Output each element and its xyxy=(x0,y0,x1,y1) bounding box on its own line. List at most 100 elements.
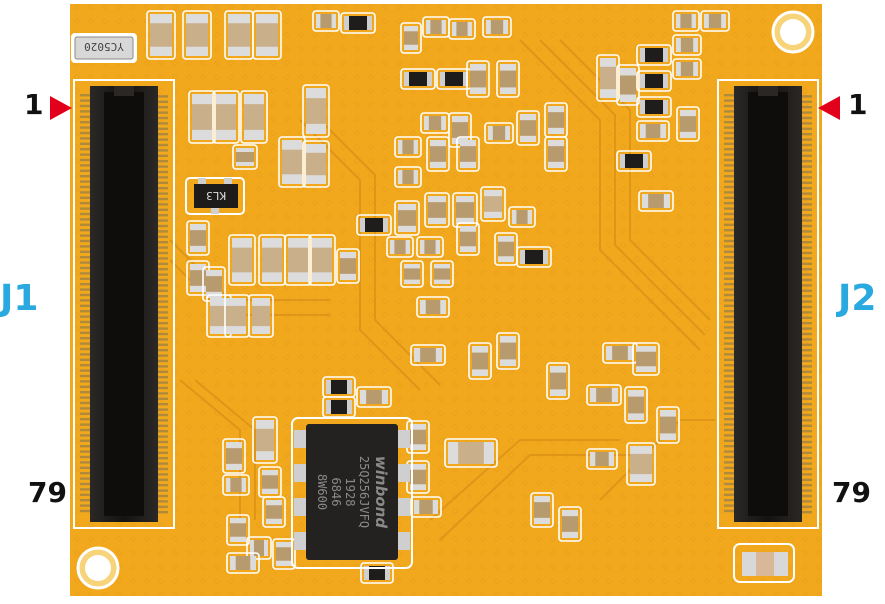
j2-pin-1-label: 1 xyxy=(848,88,868,121)
smd-component xyxy=(602,342,638,364)
smd-component xyxy=(224,294,250,338)
connector-j1 xyxy=(73,79,175,529)
smd-component xyxy=(202,266,226,302)
flash-date-code: 1928 xyxy=(343,478,357,507)
smd-component xyxy=(222,474,250,496)
smd-component xyxy=(252,416,278,464)
smd-component xyxy=(544,136,568,172)
smd-component xyxy=(480,186,506,222)
smd-component xyxy=(258,466,282,498)
smd-component xyxy=(272,538,296,570)
sot-chip: KL3 xyxy=(185,177,245,215)
smd-component xyxy=(616,150,652,172)
smd-component xyxy=(616,64,640,106)
smd-component xyxy=(636,70,672,92)
smd-component xyxy=(308,234,336,286)
smd-component xyxy=(468,342,492,380)
smd-component xyxy=(672,58,702,80)
smd-component xyxy=(496,332,520,370)
smd-component xyxy=(224,10,254,60)
smd-component xyxy=(356,214,392,236)
smd-component xyxy=(400,68,436,90)
smd-component xyxy=(452,192,478,228)
smd-component xyxy=(448,18,476,40)
j2-pin-1-marker-icon xyxy=(818,96,840,120)
smd-component xyxy=(482,16,512,38)
j1-pin-1-label: 1 xyxy=(24,88,44,121)
smd-component xyxy=(146,10,176,60)
smd-component xyxy=(386,236,414,258)
smd-component xyxy=(636,44,672,66)
crystal-marking: YC5020 xyxy=(84,40,124,53)
smd-component xyxy=(336,248,360,284)
smd-component xyxy=(416,296,450,318)
smd-component xyxy=(436,68,472,90)
smd-component xyxy=(632,342,660,376)
smd-component xyxy=(246,536,272,560)
smd-component xyxy=(262,496,286,528)
connector-j2-label: J2 xyxy=(838,278,877,319)
smd-component xyxy=(302,140,330,188)
sot-chip-marking: KL3 xyxy=(206,189,226,202)
smd-component xyxy=(248,294,274,338)
flash-brand: winbond xyxy=(372,456,390,528)
smd-component xyxy=(456,136,480,172)
smd-component xyxy=(322,376,356,398)
smd-component xyxy=(466,60,490,98)
smd-component xyxy=(456,222,480,256)
smd-component xyxy=(406,460,430,494)
smd-component xyxy=(636,120,670,142)
smd-component xyxy=(672,10,700,32)
flash-chip: winbond 25Q256JVFQ 1928 6846 8W600 xyxy=(291,417,413,569)
smd-component xyxy=(356,386,392,408)
smd-component xyxy=(206,294,232,338)
smd-component xyxy=(496,60,520,98)
smd-component xyxy=(410,496,442,518)
smd-component xyxy=(596,54,620,102)
bottom-right-capacitor xyxy=(733,543,795,583)
smd-component xyxy=(656,406,680,444)
smd-component xyxy=(672,34,702,56)
smd-component xyxy=(444,438,498,468)
crystal-component: YC5020 xyxy=(71,33,137,63)
flash-part-number: 25Q256JVFQ xyxy=(357,456,371,528)
connector-j1-pins xyxy=(80,94,168,514)
smd-component xyxy=(222,438,246,474)
smd-component xyxy=(426,136,450,172)
passive-components xyxy=(146,10,730,584)
j1-pin-79-label: 79 xyxy=(28,476,67,509)
smd-component xyxy=(484,122,514,144)
connector-j2 xyxy=(717,79,819,529)
smd-component xyxy=(252,10,282,60)
smd-component xyxy=(226,514,250,546)
smd-component xyxy=(186,260,210,296)
smd-component xyxy=(400,260,424,288)
smd-component xyxy=(624,386,648,424)
smd-component xyxy=(420,112,450,134)
smd-component xyxy=(430,260,454,288)
smd-component xyxy=(226,552,260,574)
smd-component xyxy=(400,22,422,54)
smd-component xyxy=(544,102,568,138)
smd-component xyxy=(558,506,582,542)
smd-component xyxy=(516,110,540,146)
smd-component xyxy=(394,136,422,158)
smd-component xyxy=(278,136,306,188)
smd-component xyxy=(302,84,330,138)
flash-lot-code: 6846 xyxy=(329,478,343,507)
smd-component xyxy=(586,384,622,406)
smd-component xyxy=(360,562,394,584)
smd-component xyxy=(394,166,422,188)
connector-j2-pins xyxy=(724,94,812,514)
smd-component xyxy=(700,10,730,32)
connector-j1-label: J1 xyxy=(0,278,39,319)
smd-component xyxy=(182,10,212,60)
smd-component xyxy=(530,492,554,528)
smd-component xyxy=(508,206,536,228)
smd-component xyxy=(676,106,700,142)
smd-component xyxy=(240,90,268,144)
smd-component xyxy=(422,16,450,38)
smd-component xyxy=(410,344,446,366)
